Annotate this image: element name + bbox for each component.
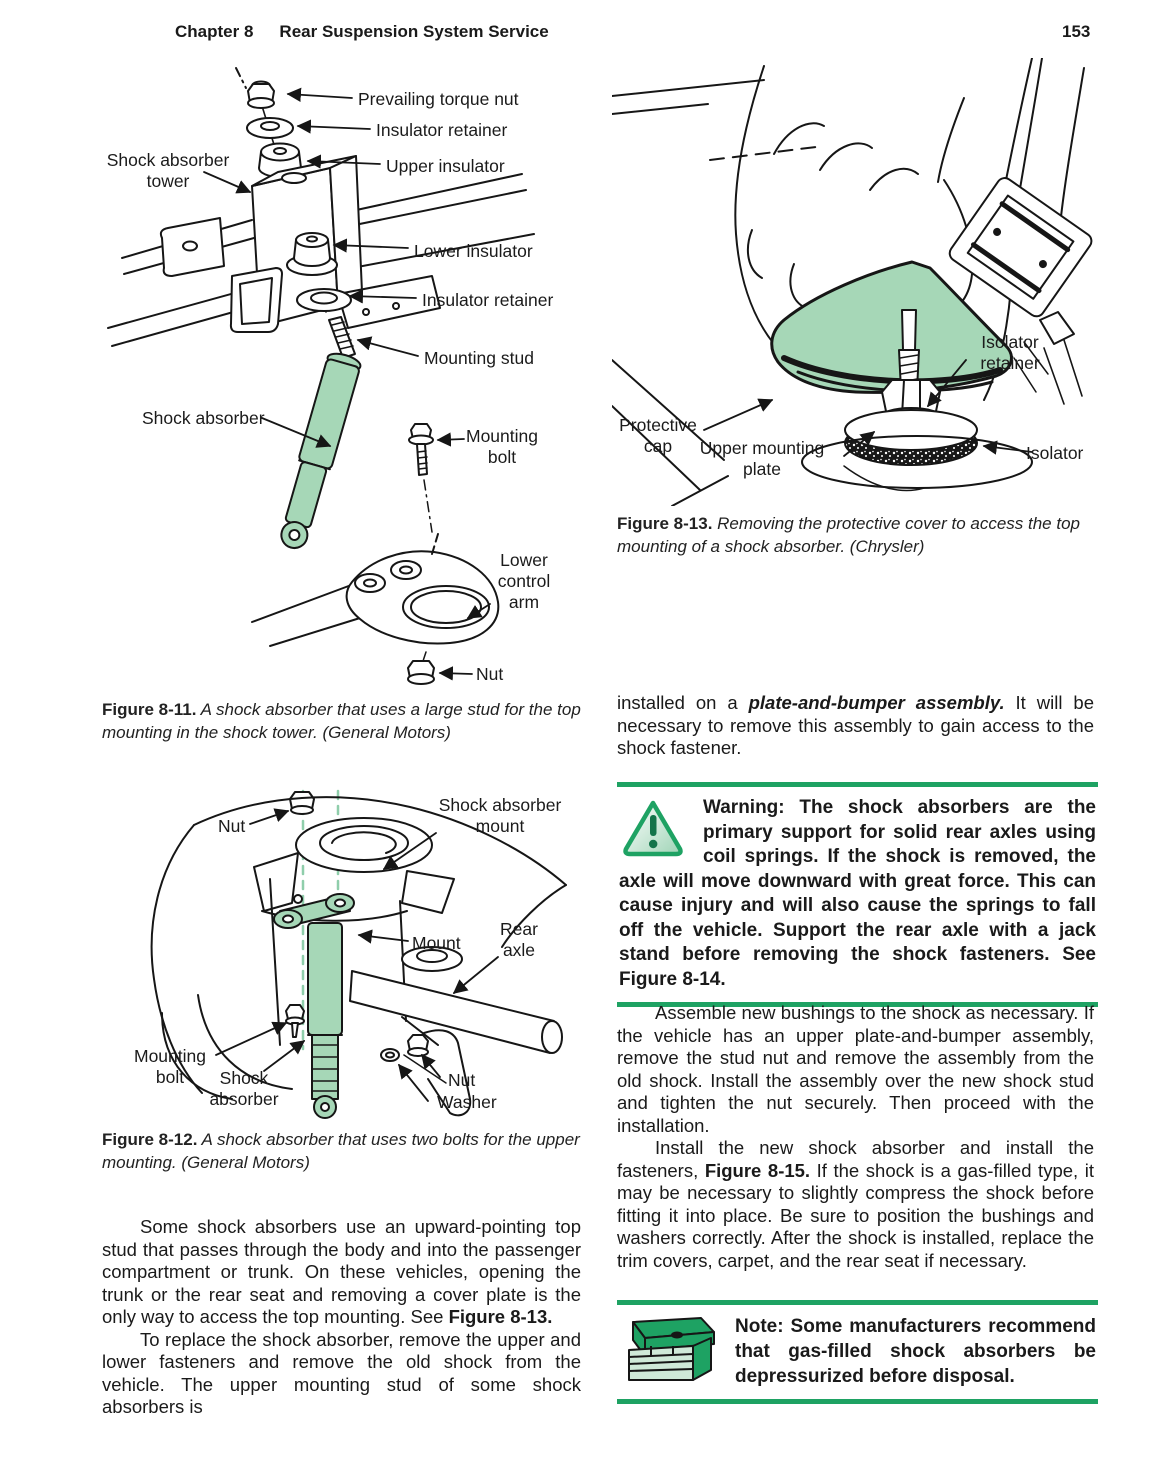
figure-8-12-caption-label: Figure 8-12.	[102, 1130, 198, 1149]
leader-arrows	[203, 87, 491, 681]
connector-drawing	[948, 177, 1093, 405]
label-shock-absorber: Shock absorber	[142, 408, 265, 428]
paragraph: To replace the shock absorber, remove th…	[102, 1328, 581, 1418]
label-washer: Washer	[437, 1092, 497, 1112]
label-mount: Mount	[412, 933, 461, 953]
figure-8-12-caption: Figure 8-12. A shock absorber that uses …	[102, 1128, 584, 1174]
label-shock-absorber-tower: Shock absorber tower	[106, 150, 230, 191]
figure-8-12-art	[150, 789, 567, 1119]
figure-8-13-caption-text: Removing the protective cover to access …	[617, 514, 1080, 556]
top-nut-part	[289, 791, 315, 815]
label-isolator-retainer: Isolator retainer	[980, 332, 1040, 373]
shock-absorber-drawing	[280, 352, 362, 550]
paragraph: Some shock absorbers use an upward-point…	[102, 1216, 581, 1329]
page-number: 153	[1062, 22, 1091, 41]
nut-washer-parts	[380, 1034, 429, 1062]
label-prevailing-torque-nut: Prevailing torque nut	[358, 89, 519, 109]
running-header: Chapter 8 Rear Suspension System Service	[175, 22, 549, 42]
chapter-title: Rear Suspension System Service	[279, 22, 549, 41]
prevailing-torque-nut-part	[247, 80, 275, 109]
paragraph-text: If the shock is a gas-filled type, it ma…	[617, 1159, 1094, 1271]
paragraph: Assemble new bushings to the shock as ne…	[617, 1002, 1094, 1136]
label-mounting-bolt: Mounting bolt	[134, 1046, 206, 1087]
chapter-label: Chapter 8	[175, 22, 254, 41]
figure-8-11-caption-text: A shock absorber that uses a large stud …	[102, 700, 581, 742]
label-shock-absorber-mount: Shock absorber mount	[438, 795, 562, 836]
label-lower-insulator: Lower insulator	[414, 241, 533, 261]
figure-8-13-caption-label: Figure 8-13.	[617, 514, 713, 533]
figure-8-11-caption-label: Figure 8-11.	[102, 700, 197, 719]
figure-reference: Figure 8-13.	[448, 1306, 553, 1327]
label-shock-absorber: Shock absorber	[209, 1068, 279, 1109]
label-lower-control-arm: Lower control arm	[497, 550, 551, 612]
label-upper-mounting-plate: Upper mounting plate	[699, 438, 825, 479]
lower-control-arm-drawing	[251, 533, 500, 665]
paragraph-text: It will be necessary to remove this asse…	[617, 692, 1094, 758]
figure-reference: Figure 8-15.	[704, 1159, 811, 1181]
right-column-intro: installed on a plate-and-bumper assembly…	[617, 692, 1094, 760]
note-text: Note: Some manufacturers recommend that …	[735, 1316, 1096, 1387]
label-insulator-retainer-bottom: Insulator retainer	[422, 290, 554, 310]
paragraph-text: installed on a	[617, 692, 749, 713]
mounting-stud-drawing	[328, 316, 356, 359]
bottom-nut-part	[407, 660, 435, 685]
paragraph-text: Install the new shock absorber and insta…	[617, 1137, 1094, 1181]
rear-axle-drawing	[349, 946, 563, 1054]
insulator-retainer-bottom-part	[296, 288, 352, 312]
figure-8-13-art	[612, 58, 1093, 506]
figure-8-11-art	[107, 67, 535, 685]
paragraph: installed on a plate-and-bumper assembly…	[617, 692, 1094, 760]
figure-8-11-caption: Figure 8-11. A shock absorber that uses …	[102, 698, 584, 744]
label-mounting-stud: Mounting stud	[424, 348, 534, 368]
shock-absorber-drawing	[273, 893, 355, 1119]
paragraph-text: Some shock absorbers use an upward-point…	[102, 1216, 581, 1327]
key-term: plate-and-bumper assembly.	[748, 692, 1005, 713]
note-box: Note: Some manufacturers recommend that …	[617, 1300, 1098, 1404]
label-nut-bottom: Nut	[448, 1070, 476, 1090]
right-column-text: Assemble new bushings to the shock as ne…	[617, 1002, 1094, 1272]
figure-8-11: Prevailing torque nut Insulator retainer…	[102, 62, 580, 694]
label-mounting-bolt: Mounting bolt	[466, 426, 538, 467]
label-upper-insulator: Upper insulator	[386, 156, 505, 176]
figure-8-12: Nut Shock absorber mount Mount Rear axle…	[102, 783, 580, 1125]
background-lines	[612, 58, 1085, 506]
label-nut: Nut	[476, 664, 504, 684]
warning-triangle-icon	[621, 798, 685, 863]
mounting-bolt-part	[285, 1004, 305, 1038]
paragraph: Install the new shock absorber and insta…	[617, 1137, 1094, 1272]
figure-8-13: Isolator retainer Protective cap Upper m…	[612, 58, 1102, 506]
toolbox-icon	[621, 1316, 717, 1387]
label-nut-top: Nut	[218, 816, 246, 836]
warning-box: Warning: The shock absorbers are the pri…	[617, 782, 1098, 1007]
label-rear-axle: Rear axle	[500, 919, 538, 960]
figure-8-13-caption: Figure 8-13. Removing the protective cov…	[617, 512, 1097, 558]
label-insulator-retainer-top: Insulator retainer	[376, 120, 508, 140]
label-isolator: Isolator	[1026, 443, 1084, 463]
mounting-bolt-drawing	[408, 423, 434, 533]
warning-text: Warning: The shock absorbers are the pri…	[619, 797, 1096, 990]
insulator-retainer-top-part	[246, 117, 294, 139]
left-column-text: Some shock absorbers use an upward-point…	[102, 1216, 581, 1419]
figure-8-12-caption-text: A shock absorber that uses two bolts for…	[102, 1130, 580, 1172]
lower-insulator-part	[286, 232, 338, 276]
leader-arrows	[703, 341, 1049, 492]
leader-arrows	[215, 808, 499, 1102]
label-protective-cap: Protective cap	[619, 415, 697, 456]
